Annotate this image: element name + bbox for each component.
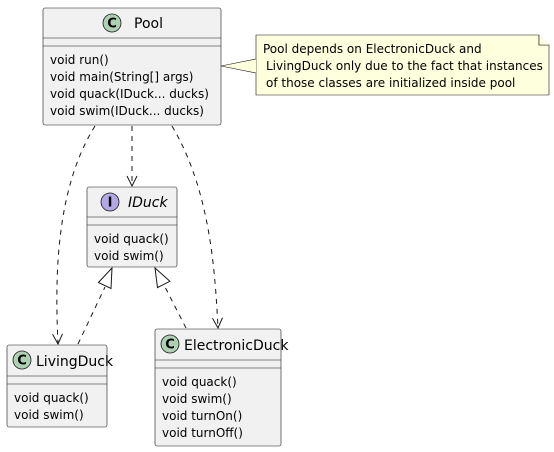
interface-iduck-badge-letter: I bbox=[108, 196, 113, 211]
class-pool-method: void quack(IDuck... ducks) bbox=[50, 87, 209, 101]
note-corner-fold bbox=[538, 35, 549, 46]
class-electronic-duck-method: void swim() bbox=[162, 392, 232, 406]
class-electronic-duck-badge bbox=[160, 334, 180, 354]
class-electronic-duck-badge-letter: C bbox=[165, 338, 175, 353]
interface-iduck: I IDuck void quack() void swim() bbox=[86, 186, 178, 268]
realization-electronic-duck-iduck bbox=[164, 286, 187, 329]
class-pool-badge-letter: C bbox=[107, 17, 117, 32]
class-electronic-duck-method: void turnOff() bbox=[162, 426, 243, 440]
class-living-duck-badge-letter: C bbox=[17, 354, 27, 369]
class-living-duck-name: LivingDuck bbox=[36, 354, 114, 370]
realization-living-duck-iduck-head bbox=[97, 266, 113, 290]
class-living-duck: C LivingDuck void quack() void swim() bbox=[6, 344, 114, 428]
note-pointer-outline bbox=[220, 58, 257, 74]
class-electronic-duck: C ElectronicDuck void quack() void swim(… bbox=[154, 328, 289, 447]
class-pool-box bbox=[42, 7, 222, 126]
class-electronic-duck-name: ElectronicDuck bbox=[184, 338, 289, 354]
interface-iduck-name: IDuck bbox=[128, 195, 168, 211]
class-pool-method: void run() bbox=[50, 53, 109, 67]
interface-iduck-method: void quack() bbox=[94, 232, 169, 246]
class-electronic-duck-method: void turnOn() bbox=[162, 409, 242, 423]
class-pool-method: void main(String[] args) bbox=[50, 70, 194, 84]
interface-iduck-method: void swim() bbox=[94, 249, 164, 263]
class-living-duck-method: void swim() bbox=[14, 408, 84, 422]
class-pool-badge bbox=[102, 13, 122, 33]
class-pool-method: void swim(IDuck... ducks) bbox=[50, 104, 204, 118]
realization-electronic-duck-iduck-head bbox=[154, 266, 171, 289]
note: Pool depends on ElectronicDuck and Livin… bbox=[220, 34, 550, 96]
interface-iduck-badge bbox=[100, 192, 120, 212]
note-line: of those classes are initialized inside … bbox=[266, 76, 515, 90]
class-living-duck-badge bbox=[12, 350, 32, 370]
realization-living-duck-iduck bbox=[77, 286, 106, 345]
note-pointer bbox=[221, 59, 256, 73]
note-line: LivingDuck only due to the fact that ins… bbox=[266, 59, 543, 73]
dependency-pool-electronic-duck bbox=[171, 125, 218, 328]
class-electronic-duck-method: void quack() bbox=[162, 375, 237, 389]
class-pool-name: Pool bbox=[134, 16, 163, 32]
class-pool: C Pool void run() void main(String[] arg… bbox=[42, 7, 222, 126]
note-line: Pool depends on ElectronicDuck and bbox=[263, 42, 482, 56]
class-living-duck-method: void quack() bbox=[14, 391, 89, 405]
